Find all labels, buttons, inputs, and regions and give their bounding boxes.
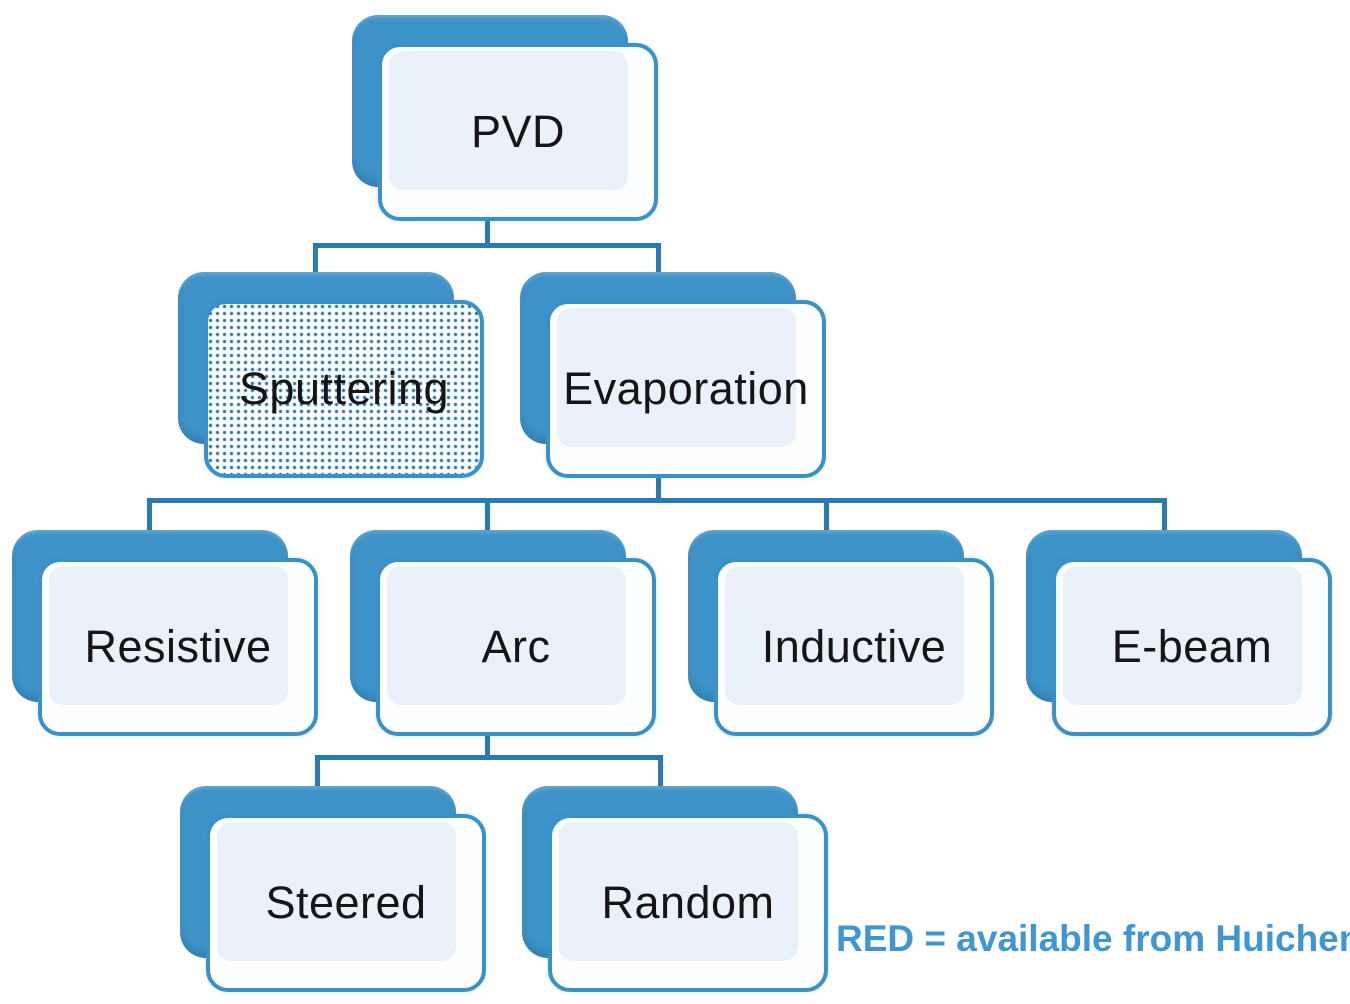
- node-inner-panel: [217, 822, 456, 961]
- node-label: Random: [601, 877, 775, 928]
- connector-segment: [656, 458, 661, 503]
- node-evaporation: Evaporation: [520, 272, 826, 478]
- node-inner-panel: [557, 308, 796, 447]
- node-random: Random: [522, 786, 828, 992]
- node-steered: Steered: [180, 786, 486, 992]
- node-box: E-beam: [1052, 558, 1332, 736]
- connector-segment: [313, 243, 318, 279]
- node-inner-panel: [1063, 566, 1302, 705]
- node-box: Random: [548, 814, 828, 992]
- node-inner-panel: [49, 566, 288, 705]
- node-box: PVD: [378, 43, 658, 221]
- node-label: Inductive: [761, 621, 947, 672]
- node-label: Steered: [265, 877, 427, 928]
- connector-segment: [656, 243, 661, 279]
- node-inner-panel: [725, 566, 964, 705]
- node-resistive: Resistive: [12, 530, 318, 736]
- node-inner-panel: [387, 566, 626, 705]
- connector-segment: [485, 498, 490, 538]
- node-box: Steered: [206, 814, 486, 992]
- node-arc: Arc: [350, 530, 656, 736]
- node-sputtering: Sputtering: [178, 272, 484, 478]
- node-label: Resistive: [84, 621, 272, 672]
- connector-segment: [485, 714, 490, 760]
- node-inner-panel: [389, 51, 628, 190]
- node-ebeam: E-beam: [1026, 530, 1332, 736]
- connector-segment: [1162, 498, 1167, 538]
- node-box: Resistive: [38, 558, 318, 736]
- node-label: E-beam: [1111, 621, 1273, 672]
- node-label: Arc: [481, 621, 551, 672]
- node-label: Evaporation: [563, 363, 809, 414]
- node-box: Sputtering: [204, 300, 484, 478]
- legend-text: RED = available from Huicheng: [836, 918, 1350, 959]
- connector-segment: [313, 243, 661, 248]
- node-box: Evaporation: [546, 300, 826, 478]
- connector-segment: [485, 198, 490, 246]
- node-pvd: PVD: [352, 15, 658, 221]
- node-label: PVD: [470, 106, 566, 157]
- connector-segment: [315, 755, 320, 791]
- node-inner-panel: [559, 822, 798, 961]
- node-inductive: Inductive: [688, 530, 994, 736]
- connector-segment: [147, 498, 152, 538]
- connector-segment: [824, 498, 829, 538]
- node-label: Sputtering: [238, 363, 450, 414]
- connector-segment: [658, 755, 663, 791]
- node-box: Arc: [376, 558, 656, 736]
- connector-segment: [315, 755, 663, 760]
- connector-segment: [147, 498, 1167, 503]
- node-box: Inductive: [714, 558, 994, 736]
